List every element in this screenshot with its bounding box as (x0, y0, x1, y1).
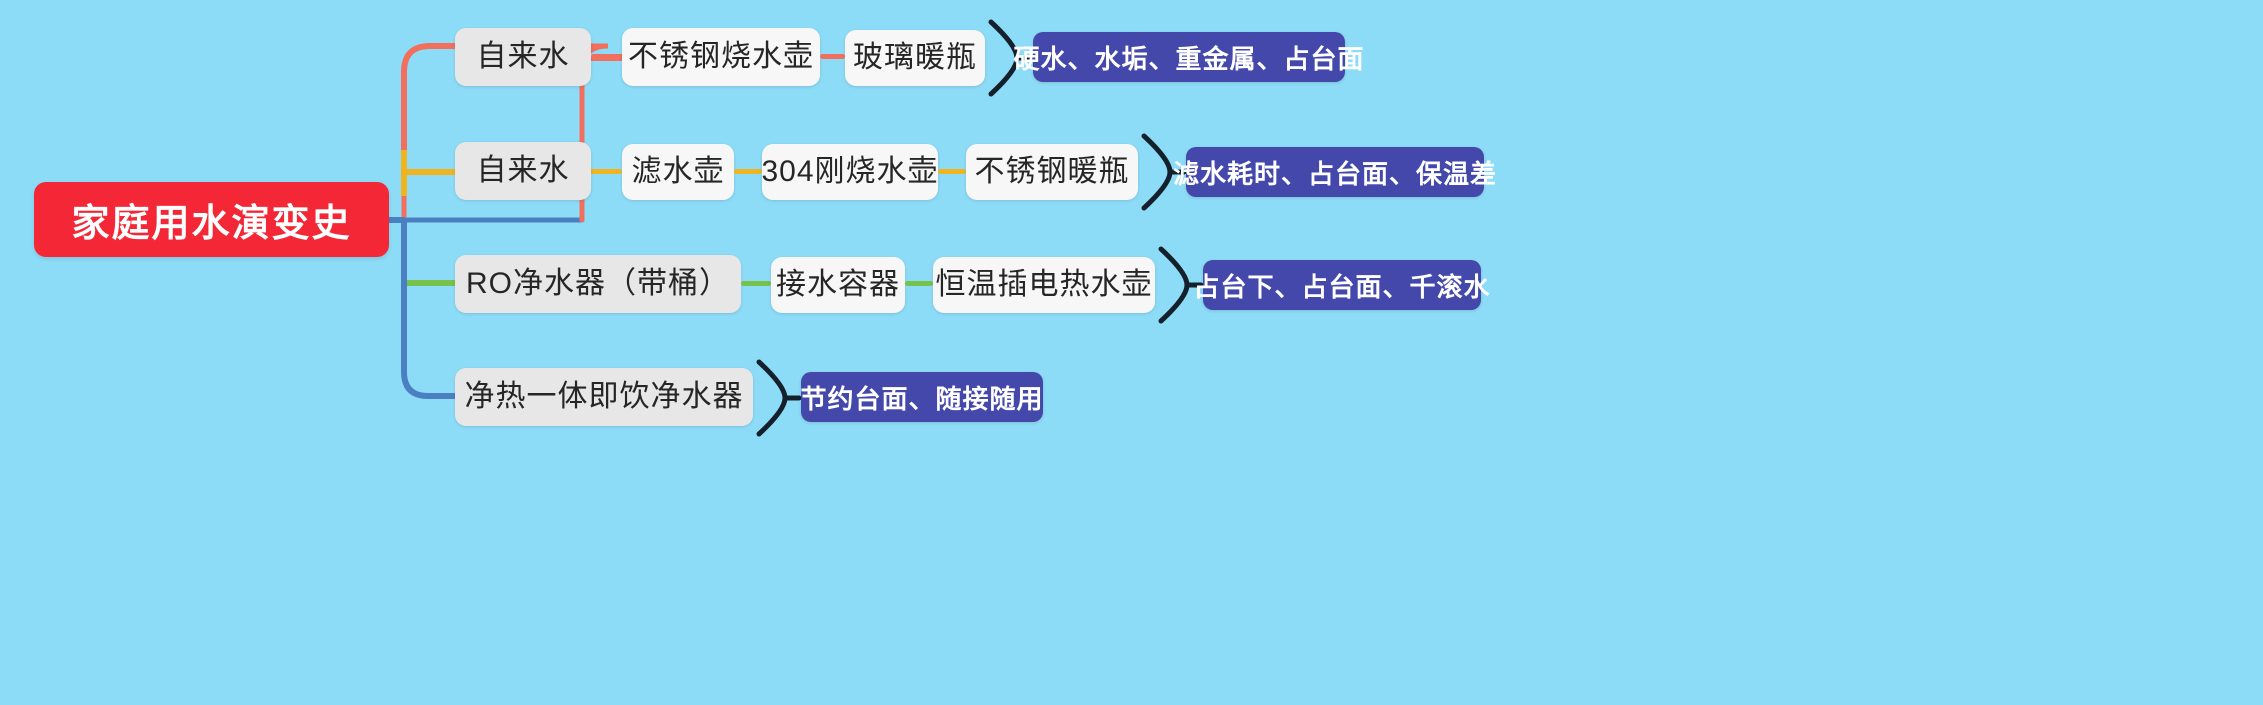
node-r4-rest: 即饮净水器 (588, 380, 744, 413)
node-r1-n2[interactable]: 不锈钢烧水壶 (622, 28, 820, 86)
badge-r3[interactable]: 占台下、占台面、千滚水 (1194, 260, 1490, 310)
node-r2-n2[interactable]: 滤水壶 (622, 144, 734, 200)
connector-r1-s3 (820, 54, 845, 59)
connector-r2-s1 (589, 169, 622, 174)
node-r1-n1-label: 自来水 (476, 40, 570, 73)
node-r1-n3[interactable]: 玻璃暖瓶 (845, 30, 985, 86)
node-r3-n1[interactable]: RO净水器（带桶） (455, 255, 741, 313)
node-r1-n2-label: 不锈钢烧水壶 (628, 40, 814, 73)
brace-r1 (988, 19, 1034, 97)
node-r2-n1[interactable]: 自来水 (455, 142, 591, 200)
node-r2-n1-label: 自来水 (476, 154, 570, 187)
node-r3-n2[interactable]: 接水容器 (771, 257, 905, 313)
brace-r3 (1158, 246, 1204, 324)
root-node-label: 家庭用水演变史 (71, 203, 352, 245)
node-r4-n1[interactable]: 净热一体即饮净水器 (455, 368, 753, 426)
brace-r2 (1141, 133, 1187, 211)
node-r3-n2-label: 接水容器 (776, 268, 900, 301)
node-r3-n1-label: RO净水器（带桶） (466, 267, 730, 300)
badge-r1-label: 硬水、水垢、重金属、占台面 (1013, 43, 1365, 74)
badge-r4-label: 节约台面、随接随用 (800, 383, 1044, 414)
brace-r4 (756, 359, 802, 437)
badge-r4[interactable]: 节约台面、随接随用 (801, 372, 1043, 422)
node-r2-n4-label: 不锈钢暖瓶 (974, 155, 1130, 188)
badge-r1[interactable]: 硬水、水垢、重金属、占台面 (1014, 32, 1364, 82)
node-r4-highlight: 净热一体 (464, 380, 589, 413)
node-r4-n1-label: 净热一体即饮净水器 (465, 382, 744, 412)
connector-r3-s2 (905, 281, 933, 286)
node-r2-n4[interactable]: 不锈钢暖瓶 (966, 144, 1138, 200)
badge-r2[interactable]: 滤水耗时、占台面、保温差 (1173, 147, 1496, 197)
node-r2-n3[interactable]: 304刚烧水壶 (761, 144, 939, 200)
node-r2-n2-label: 滤水壶 (631, 155, 725, 188)
connector-r1-s2 (591, 54, 624, 59)
badge-r3-label: 占台下、占台面、千滚水 (1193, 271, 1491, 302)
node-r3-n3[interactable]: 恒温插电热水壶 (933, 257, 1155, 313)
node-r3-n3-label: 恒温插电热水壶 (935, 268, 1153, 301)
badge-r2-label: 滤水耗时、占台面、保温差 (1173, 158, 1498, 189)
connector-r2-s2 (734, 169, 762, 174)
node-r1-n3-label: 玻璃暖瓶 (853, 41, 977, 74)
node-r2-n3-label: 304刚烧水壶 (761, 155, 939, 188)
root-node[interactable]: 家庭用水演变史 (34, 182, 389, 257)
connector-r3-s1 (741, 281, 771, 286)
node-r1-n1[interactable]: 自来水 (455, 28, 591, 86)
connector-r2-s3 (938, 169, 966, 174)
